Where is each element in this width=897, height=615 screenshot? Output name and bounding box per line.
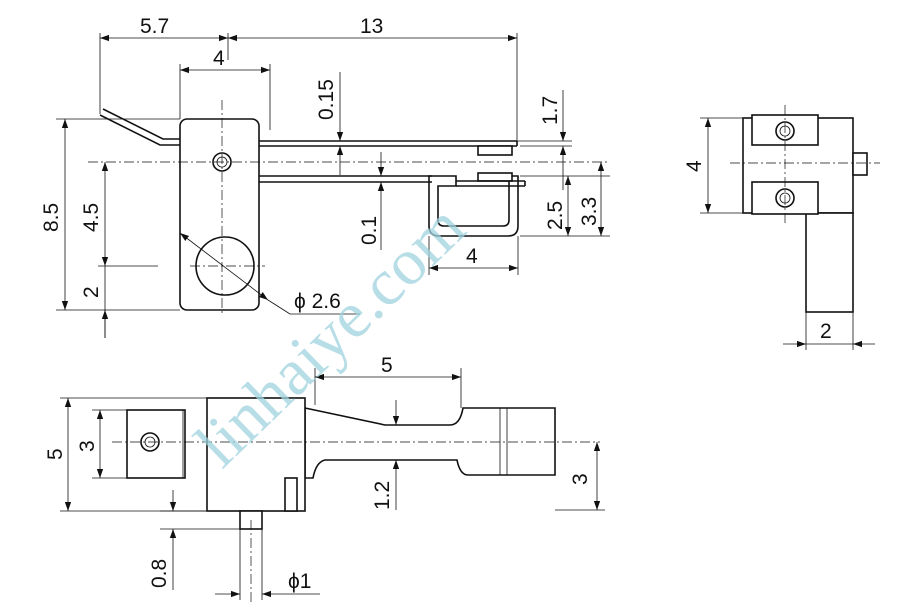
- dim-plan-3-left: 3: [76, 440, 99, 452]
- dim-plan-5-left: 5: [44, 448, 67, 460]
- side-view: 4 2: [683, 105, 880, 350]
- dim-2: 2: [80, 286, 103, 298]
- dim-5-7: 5.7: [140, 15, 169, 38]
- u-bracket: [428, 175, 519, 237]
- dim-plan-1-2: 1.2: [371, 481, 394, 510]
- dim-plan-0-8: 0.8: [148, 559, 171, 588]
- dim-hole-dia: ϕ 2.6: [294, 290, 341, 313]
- plan-view: 5 5 3 1.2 3 0.8 ϕ1: [44, 354, 605, 605]
- dim-pin-dia: ϕ1: [288, 570, 311, 593]
- dim-4-5: 4.5: [80, 203, 103, 232]
- dim-plan-3-right: 3: [569, 473, 592, 485]
- dim-1-7: 1.7: [539, 96, 562, 125]
- dim-13: 13: [360, 15, 383, 38]
- dim-4-bottom: 4: [466, 245, 478, 268]
- dim-side-2: 2: [820, 320, 832, 343]
- dim-plan-5-top: 5: [381, 354, 393, 377]
- upper-contact: [477, 145, 513, 156]
- dim-side-4: 4: [683, 160, 706, 172]
- dim-3-3: 3.3: [578, 197, 601, 226]
- dim-0-15: 0.15: [315, 79, 338, 120]
- dim-0-1: 0.1: [358, 216, 381, 245]
- plan-arm: [304, 407, 556, 479]
- front-dimensions: 5.7 13 4 0.15 0.1 1.7 2.5 3.3 4: [40, 15, 610, 338]
- dim-8-5: 8.5: [40, 203, 63, 232]
- front-lever-bend-inner: [102, 108, 180, 140]
- front-lever-bend: [99, 114, 180, 146]
- side-pin: [852, 152, 868, 176]
- dim-4-top: 4: [213, 47, 225, 70]
- dim-2-5: 2.5: [544, 201, 567, 230]
